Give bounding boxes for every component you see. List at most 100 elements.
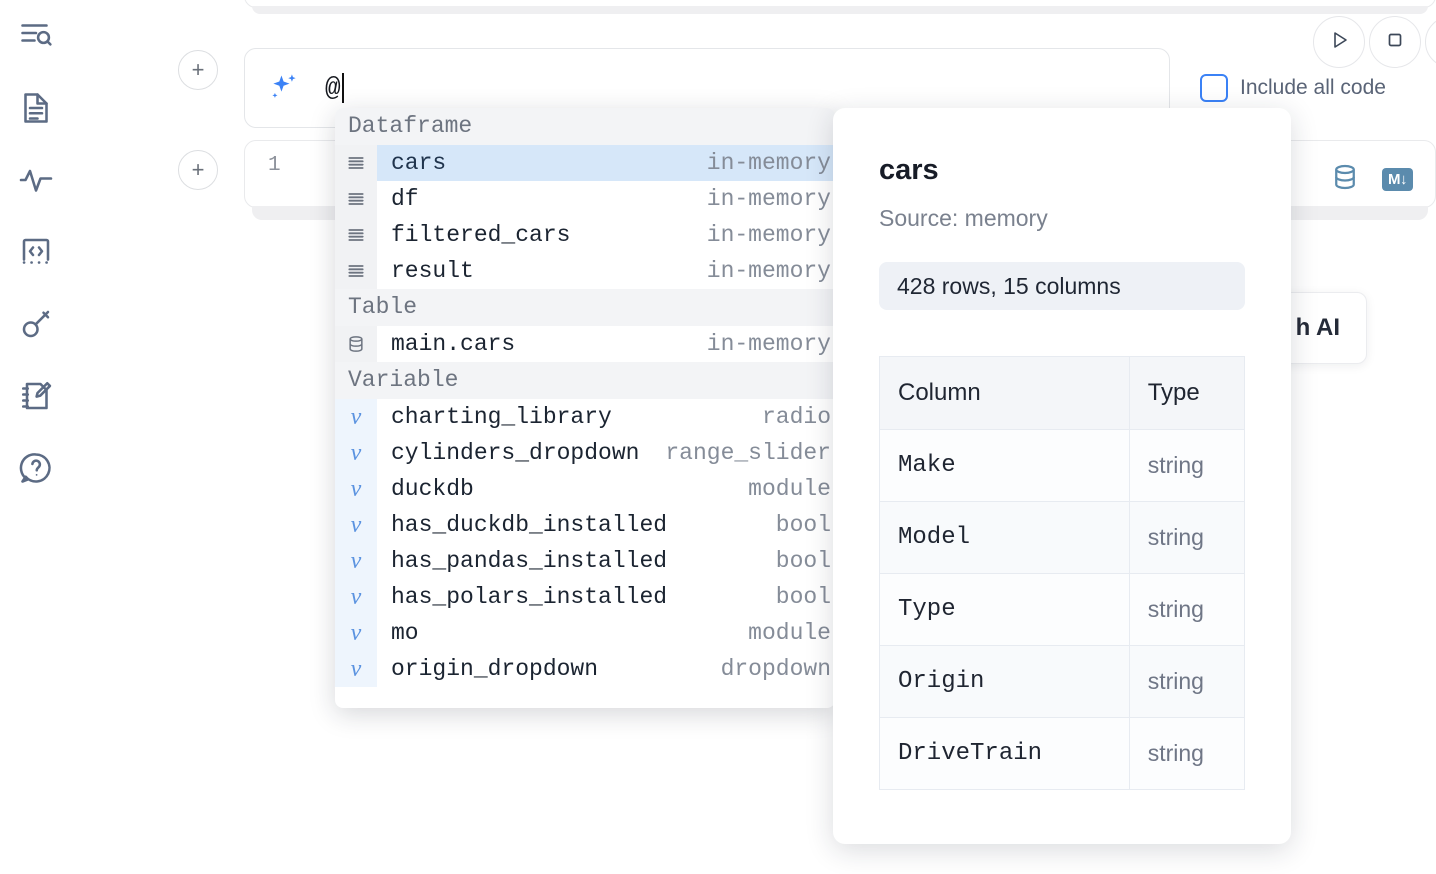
database-icon[interactable] xyxy=(1330,162,1360,197)
add-cell-above-button[interactable]: + xyxy=(178,50,218,90)
autocomplete-group-header: Variable xyxy=(335,362,835,399)
include-all-code-checkbox[interactable] xyxy=(1200,74,1228,102)
autocomplete-item[interactable]: df in-memory xyxy=(335,181,835,217)
detail-column-type: string xyxy=(1128,429,1246,502)
detail-schema-header-cell: Type xyxy=(1128,356,1246,430)
detail-column-name: Origin xyxy=(879,645,1130,718)
detail-schema-header-cell: Column xyxy=(879,356,1130,430)
ai-prompt-value: @ xyxy=(325,73,341,103)
autocomplete-item-name: result xyxy=(391,258,474,284)
autocomplete-item-name: duckdb xyxy=(391,476,474,502)
left-icon-rail xyxy=(0,0,72,874)
include-all-code-label: Include all code xyxy=(1240,76,1386,99)
variable-icon: v xyxy=(335,507,377,543)
variable-icon: v xyxy=(335,435,377,471)
detail-column-name: Make xyxy=(879,429,1130,502)
autocomplete-item-name: cylinders_dropdown xyxy=(391,440,640,466)
detail-source: Source: memory xyxy=(879,205,1048,231)
scratchpad-icon[interactable] xyxy=(14,374,58,418)
code-snippet-icon[interactable] xyxy=(14,230,58,274)
detail-column-type: string xyxy=(1128,501,1246,574)
include-all-code-toggle[interactable]: Include all code xyxy=(1200,74,1386,102)
ai-prompt-input[interactable]: @ xyxy=(325,68,344,108)
variable-icon: v xyxy=(335,471,377,507)
autocomplete-group-header: Table xyxy=(335,289,835,326)
autocomplete-item-name: has_polars_installed xyxy=(391,584,668,610)
autocomplete-item-name: charting_library xyxy=(391,404,612,430)
autocomplete-item[interactable]: v cylinders_dropdown range_slider xyxy=(335,435,835,471)
run-button[interactable] xyxy=(1313,16,1365,68)
cell-badges: M↓ xyxy=(1330,162,1413,197)
autocomplete-item-type: in-memory xyxy=(706,186,831,212)
detail-column-name: Type xyxy=(879,573,1130,646)
text-caret xyxy=(341,73,344,103)
detail-column-name: DriveTrain xyxy=(879,717,1130,790)
code-line-number: 1 xyxy=(268,154,281,177)
autocomplete-item-type: dropdown xyxy=(720,656,831,682)
explore-outline-icon[interactable] xyxy=(14,14,58,58)
play-icon xyxy=(1327,28,1351,57)
add-cell-below-button[interactable]: + xyxy=(178,150,218,190)
autocomplete-item-name: cars xyxy=(391,150,447,176)
detail-column-type: string xyxy=(1128,717,1246,790)
detail-column-type: string xyxy=(1128,645,1246,718)
detail-title: cars xyxy=(879,154,939,186)
autocomplete-item-name: filtered_cars xyxy=(391,222,571,248)
sparkle-icon xyxy=(267,71,301,105)
stop-button[interactable] xyxy=(1369,16,1421,68)
file-text-icon[interactable] xyxy=(14,86,58,130)
activity-pulse-icon[interactable] xyxy=(14,158,58,202)
previous-cell-shadow xyxy=(252,6,1428,14)
variable-detail-panel: cars Source: memory 428 rows, 15 columns… xyxy=(833,108,1291,844)
autocomplete-item-name: df xyxy=(391,186,419,212)
markdown-badge[interactable]: M↓ xyxy=(1382,168,1413,191)
autocomplete-item[interactable]: v has_polars_installed bool xyxy=(335,579,835,615)
dataframe-icon xyxy=(335,217,377,253)
variable-icon: v xyxy=(335,579,377,615)
autocomplete-item-type: bool xyxy=(775,512,831,538)
detail-column-name: Model xyxy=(879,501,1130,574)
dataframe-icon xyxy=(335,145,377,181)
more-actions-button[interactable] xyxy=(1425,16,1436,68)
autocomplete-item-body: df in-memory xyxy=(377,181,835,217)
help-chat-icon[interactable] xyxy=(14,446,58,490)
dataframe-icon xyxy=(335,181,377,217)
dataframe-icon xyxy=(335,253,377,289)
autocomplete-item-body: cylinders_dropdown range_slider xyxy=(377,435,835,471)
key-icon[interactable] xyxy=(14,302,58,346)
autocomplete-item-type: range_slider xyxy=(665,440,831,466)
ai-suggestion-card-label: h AI xyxy=(1295,314,1340,341)
square-stop-icon xyxy=(1383,28,1407,57)
variable-icon: v xyxy=(335,615,377,651)
autocomplete-item-type: bool xyxy=(775,584,831,610)
autocomplete-group-header: Dataframe xyxy=(335,108,835,145)
